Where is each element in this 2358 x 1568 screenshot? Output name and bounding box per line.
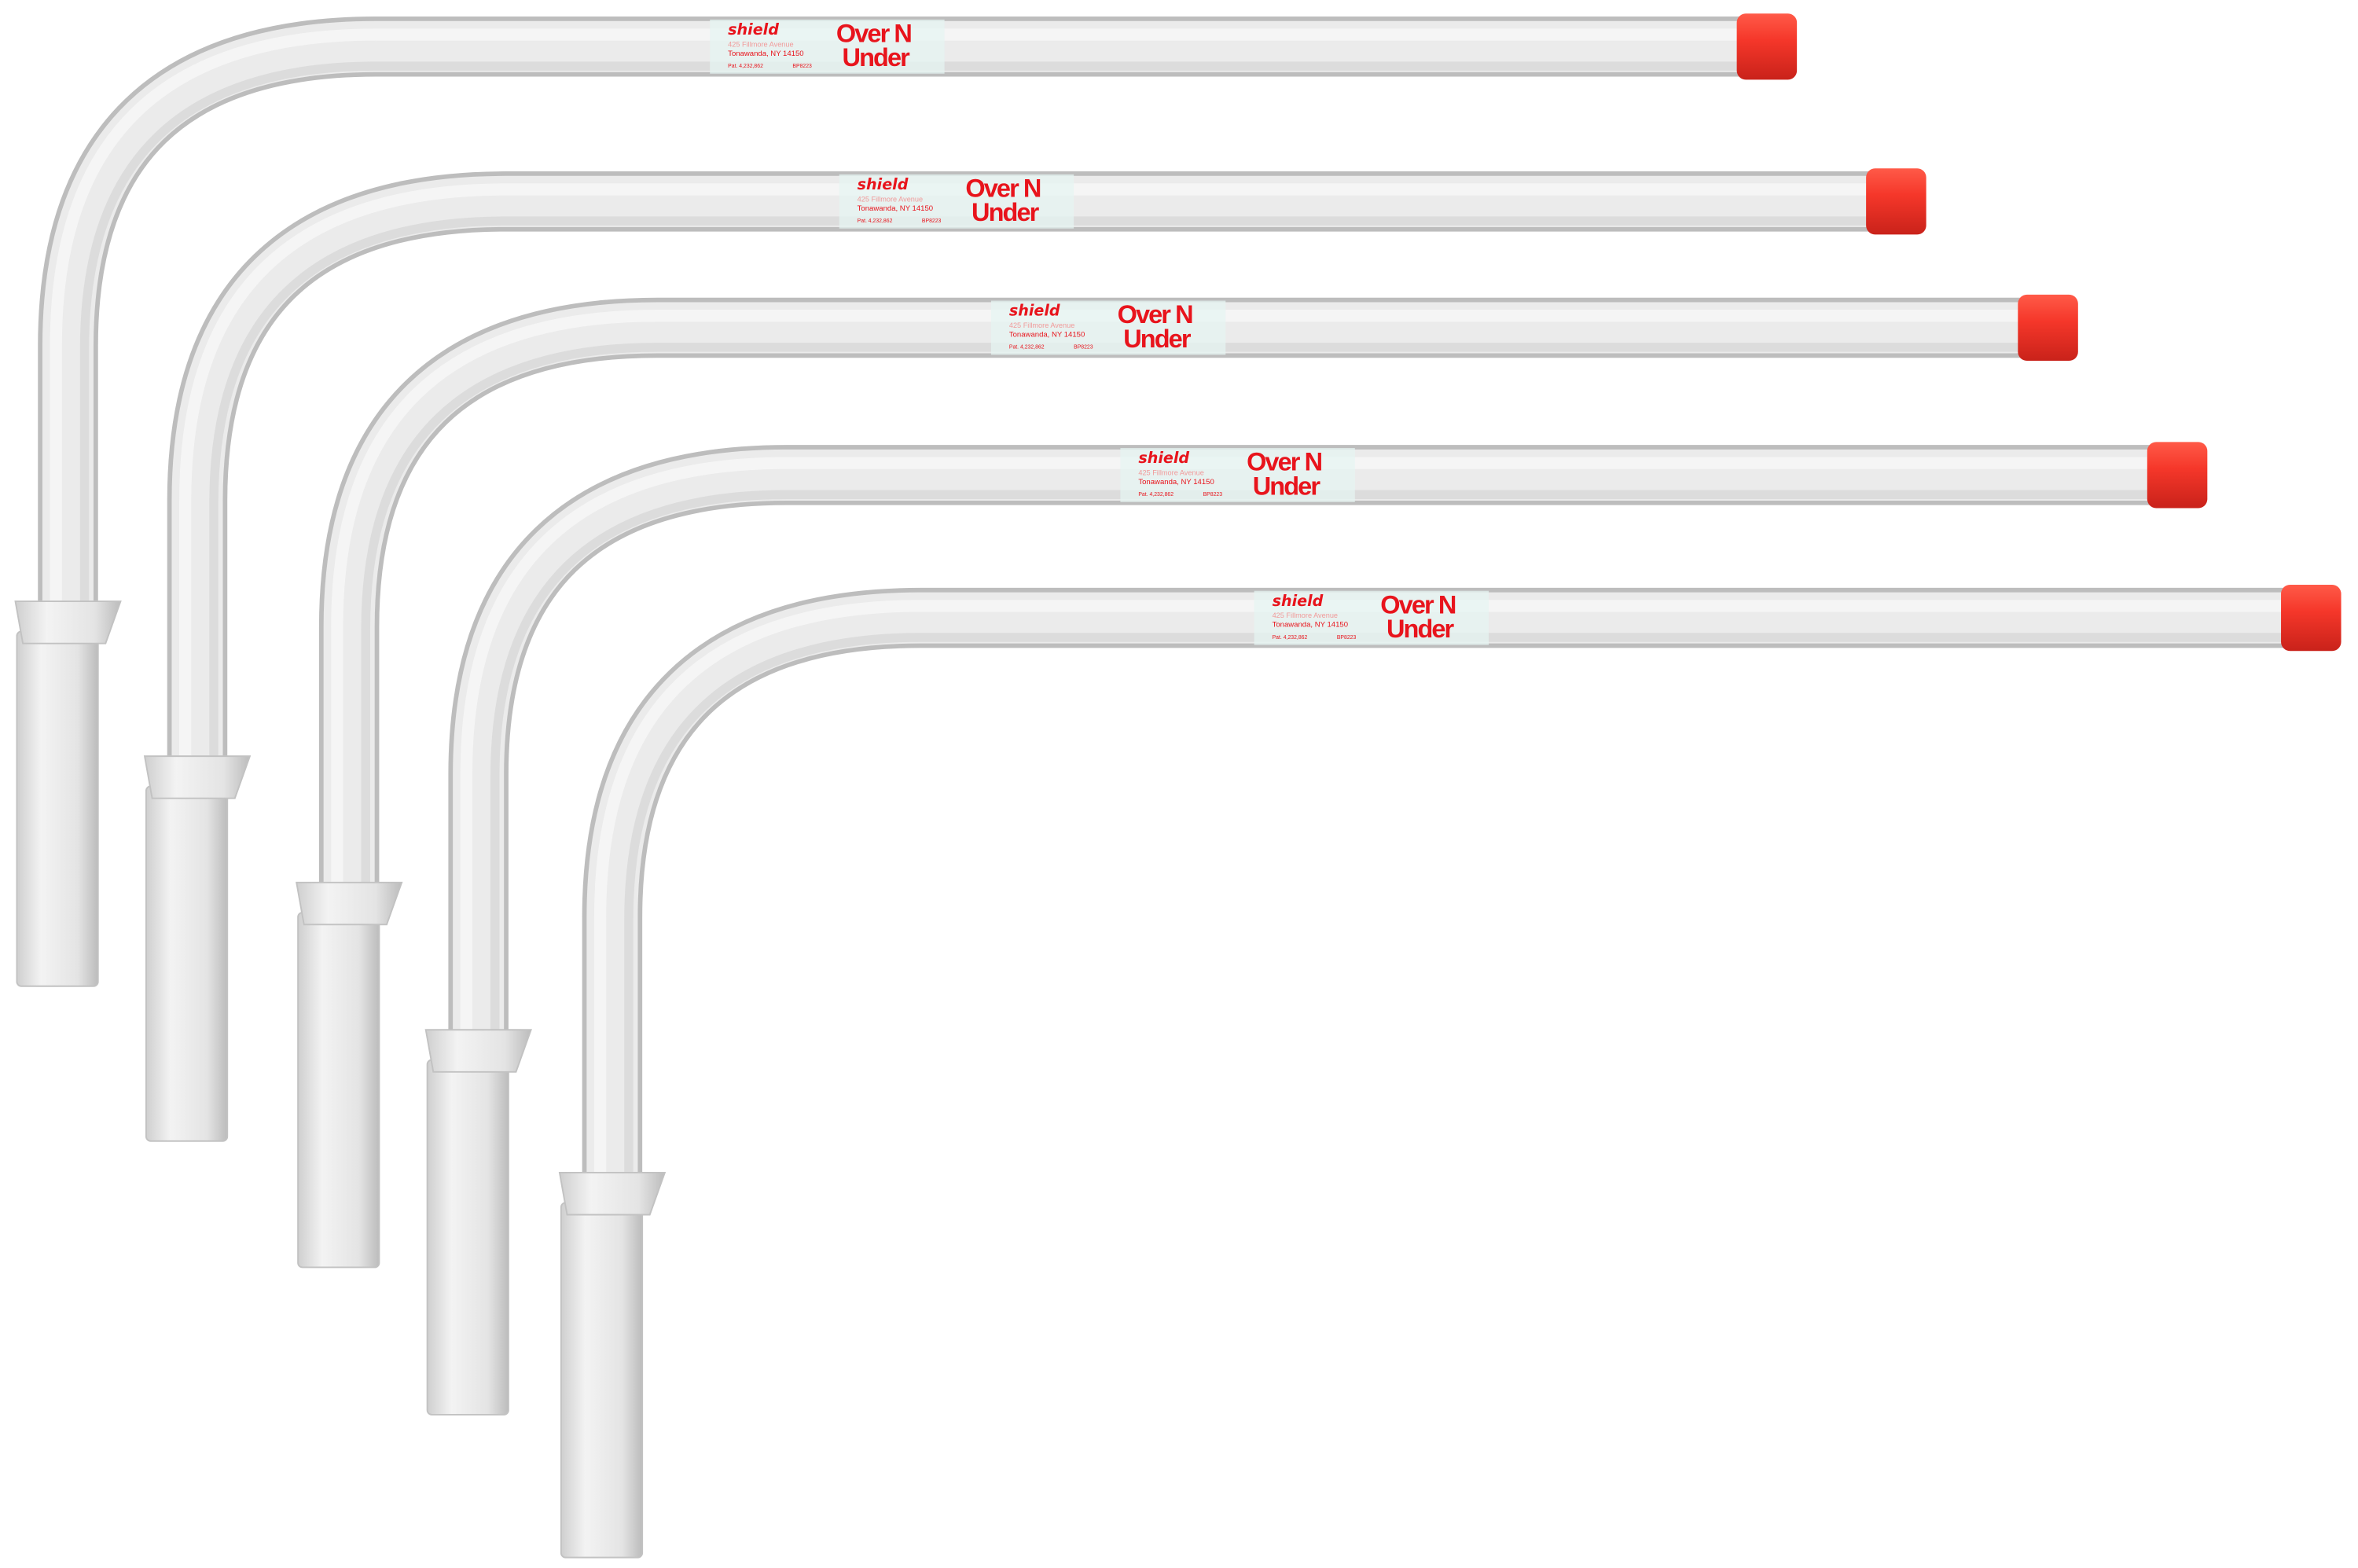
- label-address-line1: 425 Fillmore Avenue: [1009, 321, 1074, 329]
- label-patent: Pat. 4,232,862: [1273, 635, 1308, 641]
- tube-shade: [624, 633, 2289, 1176]
- label-title-line2: Under: [971, 198, 1040, 226]
- tube-outline: [448, 445, 2155, 1034]
- label-background: [990, 300, 1226, 355]
- label-patent: Pat. 4,232,862: [858, 218, 893, 224]
- label-model: BP8223: [922, 218, 942, 224]
- tube-shade: [79, 61, 1745, 604]
- label-address-line2: Tonawanda, NY 14150: [858, 204, 933, 213]
- label-address-line1: 425 Fillmore Avenue: [858, 195, 923, 203]
- tube-highlight: [179, 183, 1874, 759]
- label-model: BP8223: [792, 64, 812, 69]
- tube-body: [586, 592, 2289, 1176]
- tube-highlight: [460, 457, 2155, 1034]
- brand-logo: shield: [728, 20, 779, 39]
- label-title-line2: Under: [1253, 472, 1321, 500]
- label-address-line2: Tonawanda, NY 14150: [728, 50, 803, 58]
- tube-highlight: [593, 600, 2289, 1176]
- label-background: [710, 19, 945, 74]
- label-title-line1: Over N: [836, 20, 912, 48]
- label-background: [839, 174, 1074, 229]
- label-model: BP8223: [1074, 345, 1093, 351]
- red-end-cap: [2147, 442, 2208, 509]
- label-address-line2: Tonawanda, NY 14150: [1273, 621, 1348, 630]
- label-title-line1: Over N: [1380, 590, 1456, 619]
- handle-grip: [16, 630, 99, 987]
- label-address-line1: 425 Fillmore Avenue: [1138, 468, 1203, 476]
- brand-logo: shield: [1273, 592, 1324, 610]
- label-title-line1: Over N: [1247, 448, 1322, 476]
- tube-shade: [361, 343, 2026, 886]
- label-background: [1254, 590, 1489, 645]
- label-title-line2: Under: [1387, 615, 1455, 643]
- label-title-line2: Under: [843, 43, 911, 72]
- label-address-line2: Tonawanda, NY 14150: [1009, 330, 1085, 339]
- label-title-line2: Under: [1123, 325, 1192, 353]
- handle-grip: [560, 1202, 644, 1559]
- brand-logo: shield: [1138, 449, 1189, 467]
- label-title-line1: Over N: [965, 174, 1041, 203]
- red-end-cap: [1736, 13, 1798, 80]
- brand-logo: shield: [1009, 302, 1060, 320]
- handle-grip: [426, 1059, 509, 1416]
- tube-shade: [209, 216, 1874, 759]
- tube-outline: [582, 587, 2289, 1176]
- label-background: [1120, 448, 1355, 502]
- label-patent: Pat. 4,232,862: [1138, 492, 1173, 498]
- label-model: BP8223: [1203, 492, 1223, 498]
- tube-body: [453, 449, 2155, 1034]
- tube-body: [323, 302, 2026, 886]
- handle-collar: [558, 1171, 667, 1216]
- handle-grip: [297, 912, 380, 1269]
- red-end-cap: [1866, 168, 1926, 235]
- tube-body: [171, 175, 1874, 759]
- tube-body: [42, 20, 1745, 604]
- label-address-line2: Tonawanda, NY 14150: [1138, 478, 1214, 487]
- handle-collar: [143, 755, 252, 799]
- label-title-line1: Over N: [1118, 300, 1193, 329]
- red-end-cap: [2018, 294, 2078, 362]
- handle-collar: [296, 881, 403, 926]
- brand-logo: shield: [858, 175, 909, 193]
- label-model: BP8223: [1337, 635, 1357, 641]
- label-patent: Pat. 4,232,862: [728, 64, 763, 69]
- label-address-line1: 425 Fillmore Avenue: [728, 40, 793, 48]
- label-patent: Pat. 4,232,862: [1009, 345, 1045, 351]
- tube-shade: [490, 490, 2155, 1034]
- handle-collar: [424, 1029, 532, 1073]
- handle-grip: [145, 785, 229, 1142]
- tube-highlight: [331, 310, 2026, 886]
- handle-collar: [14, 600, 122, 644]
- red-end-cap: [2281, 585, 2341, 652]
- label-address-line1: 425 Fillmore Avenue: [1273, 611, 1338, 619]
- tube-highlight: [50, 28, 1745, 604]
